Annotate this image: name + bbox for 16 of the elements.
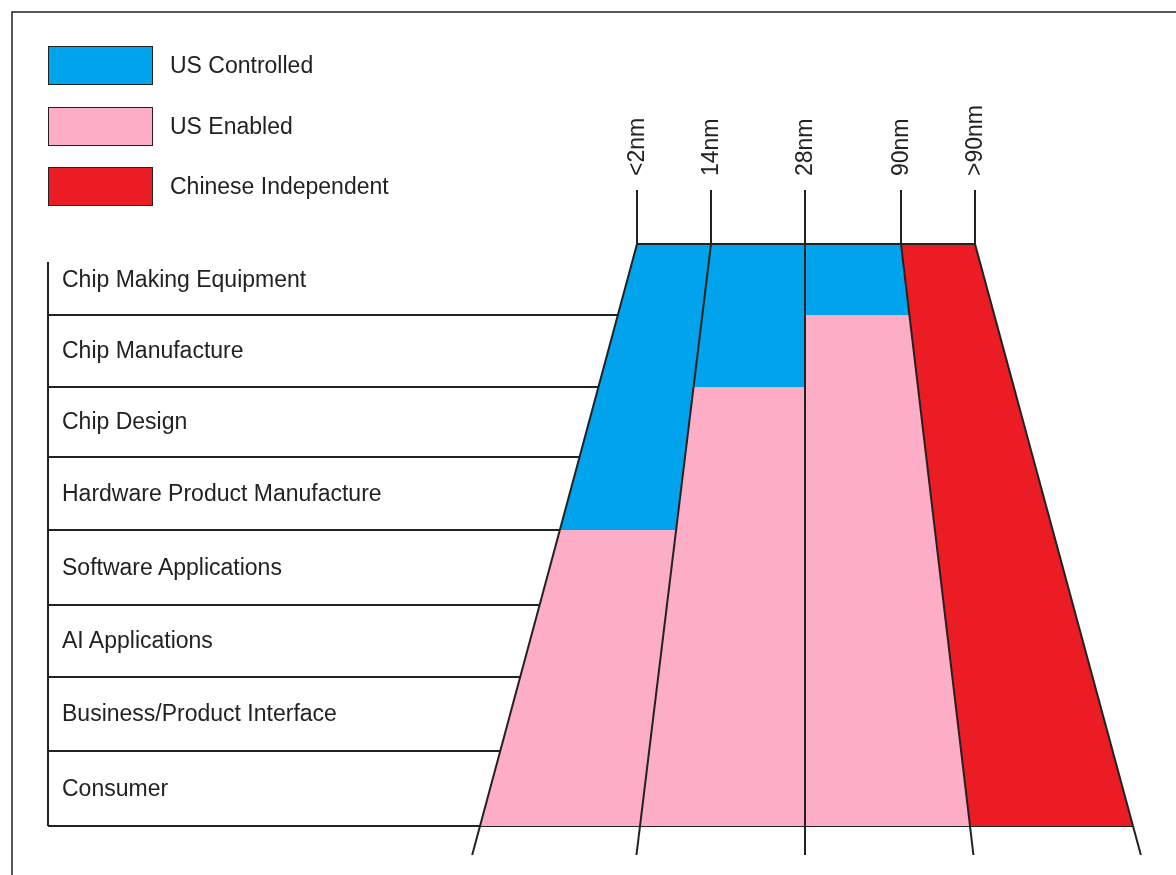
column-header: >90nm — [963, 105, 986, 176]
column-header: 90nm — [889, 118, 912, 176]
column-header: 28nm — [793, 118, 816, 176]
legend-label: US Controlled — [170, 52, 314, 79]
row-label: Software Applications — [62, 553, 282, 580]
column-header: <2nm — [625, 117, 648, 176]
row-label: Business/Product Interface — [62, 700, 337, 727]
row-label: Chip Making Equipment — [62, 265, 307, 292]
legend-label: US Enabled — [170, 113, 293, 140]
row-label: Hardware Product Manufacture — [62, 479, 382, 506]
column-header: 14nm — [699, 118, 722, 176]
row-label: Consumer — [62, 774, 169, 801]
legend-label: Chinese Independent — [170, 173, 389, 200]
row-label: Chip Design — [62, 408, 188, 435]
row-label: Chip Manufacture — [62, 337, 244, 364]
row-label: AI Applications — [62, 627, 213, 654]
